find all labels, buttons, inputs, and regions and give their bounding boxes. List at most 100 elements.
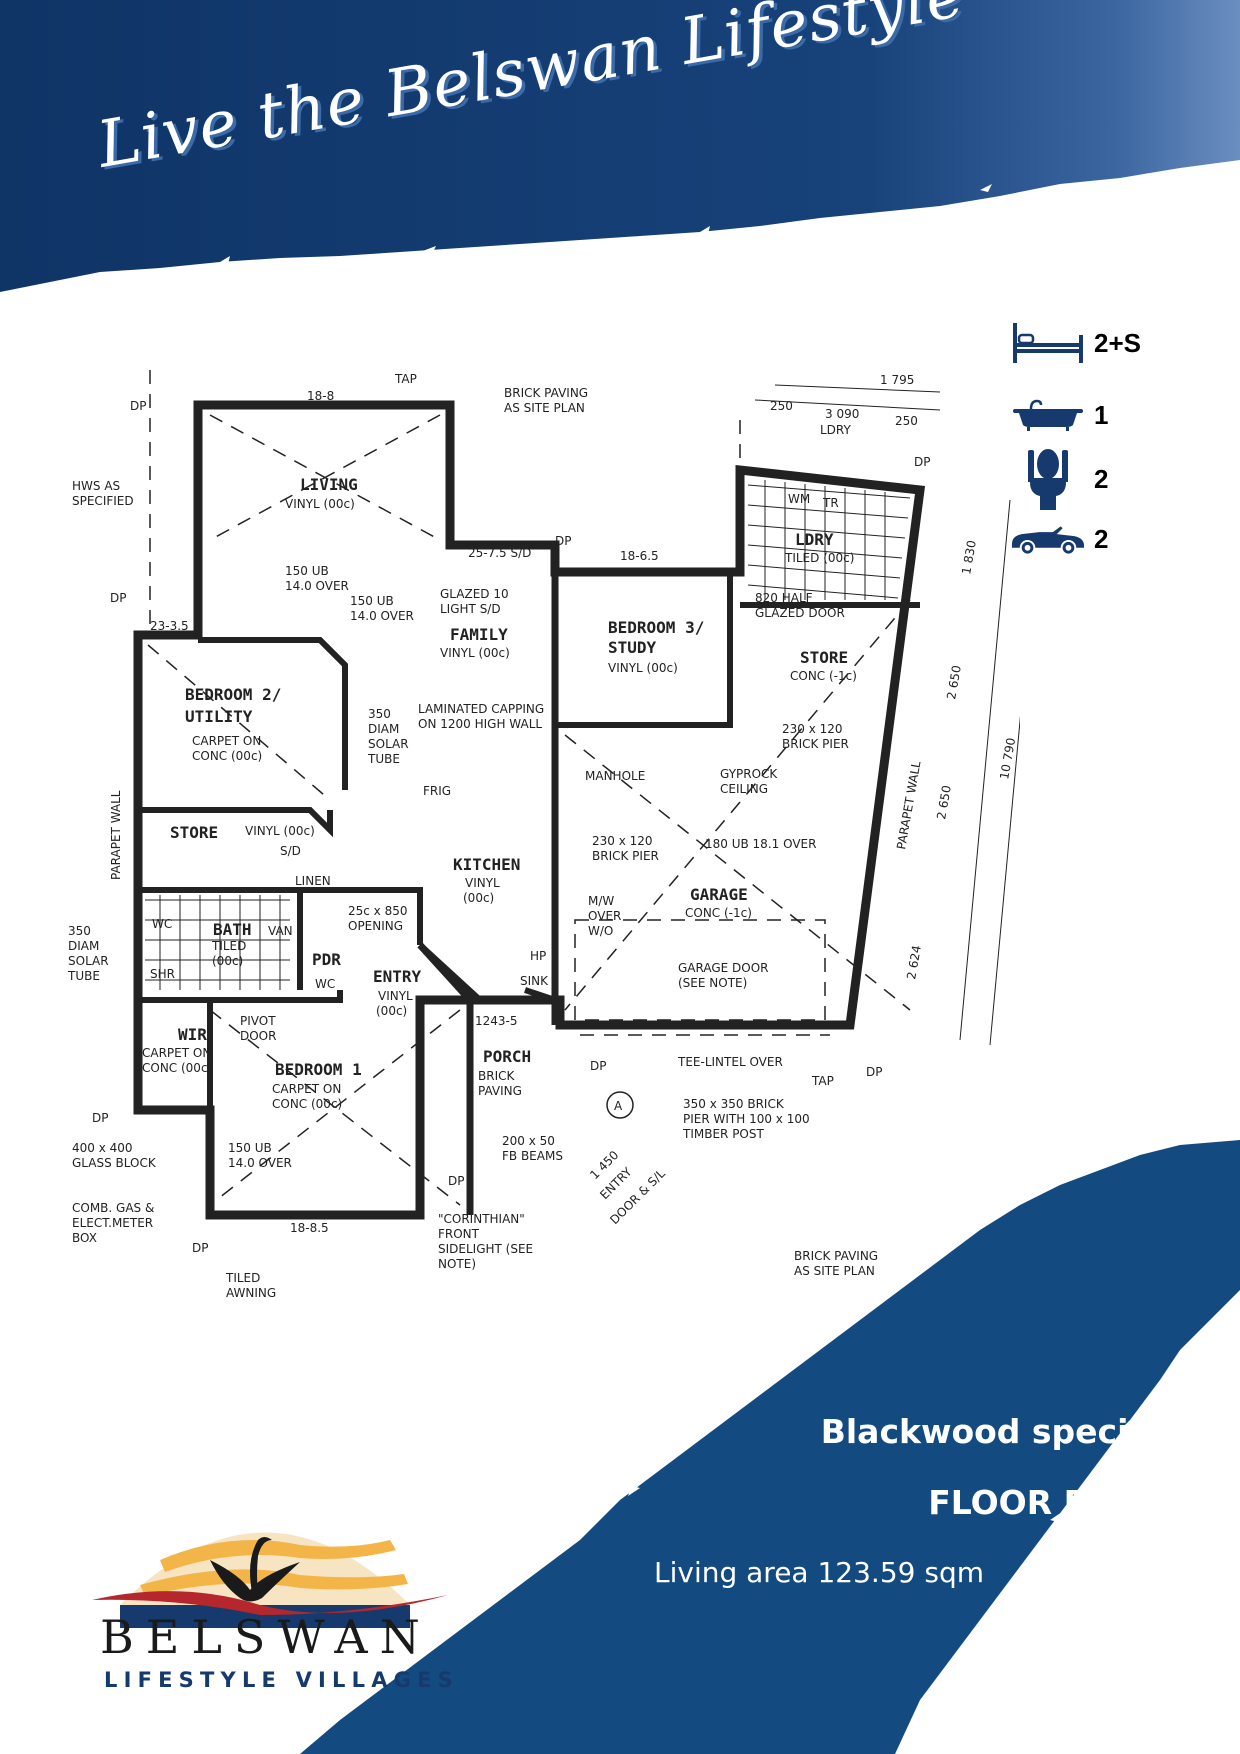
svg-text:A: A (614, 1099, 623, 1113)
svg-text:DP: DP (110, 591, 126, 605)
svg-text:350 x 350 BRICK: 350 x 350 BRICK (683, 1097, 785, 1111)
svg-text:DP: DP (590, 1059, 606, 1073)
svg-text:18-8: 18-8 (307, 389, 334, 403)
svg-text:KITCHEN: KITCHEN (453, 855, 520, 874)
svg-text:(00c): (00c) (463, 891, 494, 905)
svg-text:GLAZED 10: GLAZED 10 (440, 587, 509, 601)
svg-text:180 UB 18.1 OVER: 180 UB 18.1 OVER (705, 837, 816, 851)
svg-text:VAN: VAN (268, 924, 293, 938)
svg-text:HWS AS: HWS AS (72, 479, 120, 493)
svg-text:3 090: 3 090 (825, 407, 859, 421)
svg-text:WC: WC (152, 917, 172, 931)
garage-value: 2 (1094, 523, 1109, 554)
svg-text:1 795: 1 795 (880, 373, 914, 387)
svg-text:(00c): (00c) (212, 954, 243, 968)
svg-text:NOTE): NOTE) (438, 1257, 476, 1271)
svg-text:25c x 850: 25c x 850 (348, 904, 408, 918)
svg-text:14.0 OVER: 14.0 OVER (350, 609, 414, 623)
svg-text:STORE: STORE (800, 648, 848, 667)
svg-text:DP: DP (448, 1174, 464, 1188)
svg-text:LDRY: LDRY (820, 423, 851, 437)
svg-text:DP: DP (866, 1065, 882, 1079)
svg-text:SIDELIGHT (SEE: SIDELIGHT (SEE (438, 1242, 533, 1256)
svg-text:2 650: 2 650 (934, 784, 954, 820)
svg-text:SINK: SINK (520, 974, 549, 988)
svg-text:"CORINTHIAN": "CORINTHIAN" (438, 1212, 525, 1226)
logo-wordmark: BELSWAN (100, 1610, 432, 1664)
svg-text:FRIG: FRIG (423, 784, 451, 798)
svg-text:VINYL (00c): VINYL (00c) (440, 646, 510, 660)
svg-text:CEILING: CEILING (720, 782, 768, 796)
footer-brush-stroke (300, 1140, 1240, 1754)
svg-text:1243-5: 1243-5 (475, 1014, 518, 1028)
svg-text:TILED: TILED (211, 939, 246, 953)
svg-text:WIR: WIR (178, 1025, 207, 1044)
svg-text:SOLAR: SOLAR (368, 737, 409, 751)
svg-text:DOOR: DOOR (240, 1029, 276, 1043)
svg-text:CONC (-1c): CONC (-1c) (685, 906, 752, 920)
svg-text:150 UB: 150 UB (285, 564, 329, 578)
svg-text:LAMINATED CAPPING: LAMINATED CAPPING (418, 702, 544, 716)
svg-text:TEE-LINTEL OVER: TEE-LINTEL OVER (677, 1055, 783, 1069)
svg-text:820 HALF: 820 HALF (755, 591, 813, 605)
svg-text:(SEE NOTE): (SEE NOTE) (678, 976, 747, 990)
svg-text:AWNING: AWNING (226, 1286, 276, 1300)
svg-text:DIAM: DIAM (68, 939, 99, 953)
svg-text:GARAGE DOOR: GARAGE DOOR (678, 961, 769, 975)
svg-text:BRICK PIER: BRICK PIER (782, 737, 849, 751)
svg-text:VINYL: VINYL (378, 989, 413, 1003)
svg-text:OPENING: OPENING (348, 919, 403, 933)
svg-text:350: 350 (68, 924, 91, 938)
svg-text:230 x 120: 230 x 120 (592, 834, 653, 848)
svg-text:UTILITY: UTILITY (185, 707, 253, 726)
svg-text:2 650: 2 650 (944, 664, 964, 700)
svg-text:LIVING: LIVING (300, 475, 358, 494)
svg-text:SPECIFIED: SPECIFIED (72, 494, 134, 508)
svg-text:230 x 120: 230 x 120 (782, 722, 843, 736)
svg-text:VINYL (00c): VINYL (00c) (608, 661, 678, 675)
svg-text:(00c): (00c) (376, 1004, 407, 1018)
svg-text:STUDY: STUDY (608, 638, 657, 657)
svg-text:BRICK PIER: BRICK PIER (592, 849, 659, 863)
svg-text:25-7.5 S/D: 25-7.5 S/D (468, 546, 531, 560)
svg-text:ON 1200 HIGH WALL: ON 1200 HIGH WALL (418, 717, 542, 731)
svg-text:1 830: 1 830 (959, 539, 979, 575)
svg-text:CARPET ON: CARPET ON (272, 1082, 341, 1096)
svg-text:GLAZED DOOR: GLAZED DOOR (755, 606, 845, 620)
svg-text:DP: DP (92, 1111, 108, 1125)
svg-text:BEDROOM 3/: BEDROOM 3/ (608, 618, 704, 637)
svg-text:WC: WC (315, 977, 335, 991)
svg-text:18-8.5: 18-8.5 (290, 1221, 329, 1235)
svg-text:250: 250 (895, 414, 918, 428)
svg-text:CARPET ON: CARPET ON (192, 734, 261, 748)
toilets-value: 2 (1094, 463, 1109, 494)
svg-text:CONC (00c): CONC (00c) (142, 1061, 212, 1075)
svg-text:PAVING: PAVING (478, 1084, 522, 1098)
svg-text:BATH: BATH (213, 920, 252, 939)
svg-text:LINEN: LINEN (295, 874, 331, 888)
svg-text:DP: DP (914, 455, 930, 469)
svg-text:FRONT: FRONT (438, 1227, 480, 1241)
svg-text:PARAPET WALL: PARAPET WALL (109, 790, 123, 880)
svg-text:OVER: OVER (588, 909, 621, 923)
svg-text:BOX: BOX (72, 1231, 97, 1245)
bathtub-icon (1010, 387, 1086, 443)
belswan-logo-mark (92, 1532, 448, 1628)
svg-text:TILED: TILED (225, 1271, 260, 1285)
svg-text:HP: HP (530, 949, 546, 963)
svg-text:BEDROOM 2/: BEDROOM 2/ (185, 685, 281, 704)
svg-text:ENTRY: ENTRY (373, 967, 422, 986)
svg-text:DP: DP (130, 399, 146, 413)
svg-text:S/D: S/D (280, 844, 301, 858)
svg-text:CONC (-1c): CONC (-1c) (790, 669, 857, 683)
svg-text:GARAGE: GARAGE (690, 885, 748, 904)
svg-text:TILED (00c): TILED (00c) (784, 551, 854, 565)
svg-text:FB BEAMS: FB BEAMS (502, 1149, 563, 1163)
svg-text:VINYL (00c): VINYL (00c) (285, 497, 355, 511)
svg-text:150 UB: 150 UB (228, 1141, 272, 1155)
bed-icon (1010, 315, 1086, 371)
svg-text:BEDROOM 1: BEDROOM 1 (275, 1060, 362, 1079)
logo-tagline: LIFESTYLE VILLAGES (104, 1668, 459, 1692)
plan-name: Blackwood special (820, 1412, 1162, 1451)
